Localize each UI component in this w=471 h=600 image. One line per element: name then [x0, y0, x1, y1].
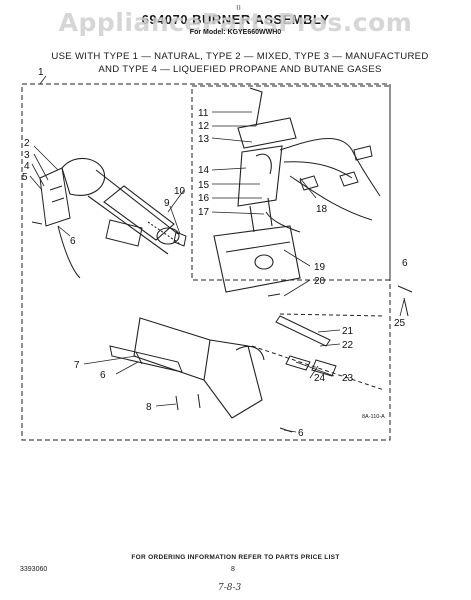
base-mounting-plate: [133, 317, 265, 419]
gas-type-usage-note: USE WITH TYPE 1 — NATURAL, TYPE 2 — MIXE…: [20, 50, 460, 76]
callout-12: 12: [198, 121, 210, 132]
shield-plate: [105, 219, 143, 247]
support-rail: [109, 345, 183, 373]
callout-3: 3: [24, 150, 30, 161]
burner-bracket: [39, 167, 81, 279]
model-number: For Model: KGYE660WWH0: [189, 29, 282, 36]
callout-6-burner: 6: [70, 236, 76, 247]
leader-lines: [29, 75, 405, 433]
callout-20: 20: [314, 276, 326, 287]
ordering-information-note: FOR ORDERING INFORMATION REFER TO PARTS …: [131, 554, 340, 561]
igniter-parts: [251, 313, 385, 391]
callout-7: 7: [74, 360, 80, 371]
callout-11: 11: [198, 108, 209, 119]
callout-21: 21: [342, 326, 354, 337]
callout-6-base: 6: [100, 370, 106, 381]
callout-8: 8: [146, 402, 152, 413]
usage-note-line-2: AND TYPE 4 — LIQUEFIED PROPANE AND BUTAN…: [98, 64, 382, 75]
callout-15: 15: [198, 180, 210, 191]
callout-6-right: 6: [402, 258, 408, 269]
callout-17: 17: [198, 207, 210, 218]
callout-18: 18: [316, 204, 328, 215]
orifice-fitting: [173, 231, 187, 247]
wiring-harness: [265, 137, 381, 233]
page-title: 694070 BURNER ASSEMBLY: [141, 12, 330, 27]
burner-tube: [61, 157, 181, 255]
page-number: 8: [231, 566, 235, 573]
callout-23: 23: [342, 373, 354, 384]
callout-10: 10: [174, 186, 186, 197]
callout-14: 14: [198, 165, 210, 176]
handwritten-date: 7-8-3: [218, 583, 242, 593]
callout-16: 16: [198, 193, 210, 204]
diagram-reference-code: 8A-110-A: [362, 414, 385, 420]
assembly-frame-outline: [21, 83, 391, 441]
document-number: 3393060: [20, 566, 48, 573]
usage-note-line-1: USE WITH TYPE 1 — NATURAL, TYPE 2 — MIXE…: [51, 51, 429, 62]
callout-9: 9: [164, 198, 170, 209]
valve-group-frame: [191, 85, 391, 281]
callout-22: 22: [342, 340, 354, 351]
callout-19: 19: [314, 262, 326, 273]
callout-6-bottom: 6: [298, 428, 304, 439]
screws: [31, 221, 413, 433]
callout-5: 5: [22, 172, 28, 183]
callout-4: 4: [24, 161, 30, 172]
top-registration-mark: ıı: [236, 2, 242, 12]
callout-1: 1: [38, 67, 44, 78]
callout-24: 24: [314, 373, 326, 384]
callout-2: 2: [24, 138, 30, 149]
callout-13: 13: [198, 134, 210, 145]
gas-valve-body: [213, 87, 301, 293]
callout-25: 25: [394, 318, 406, 329]
